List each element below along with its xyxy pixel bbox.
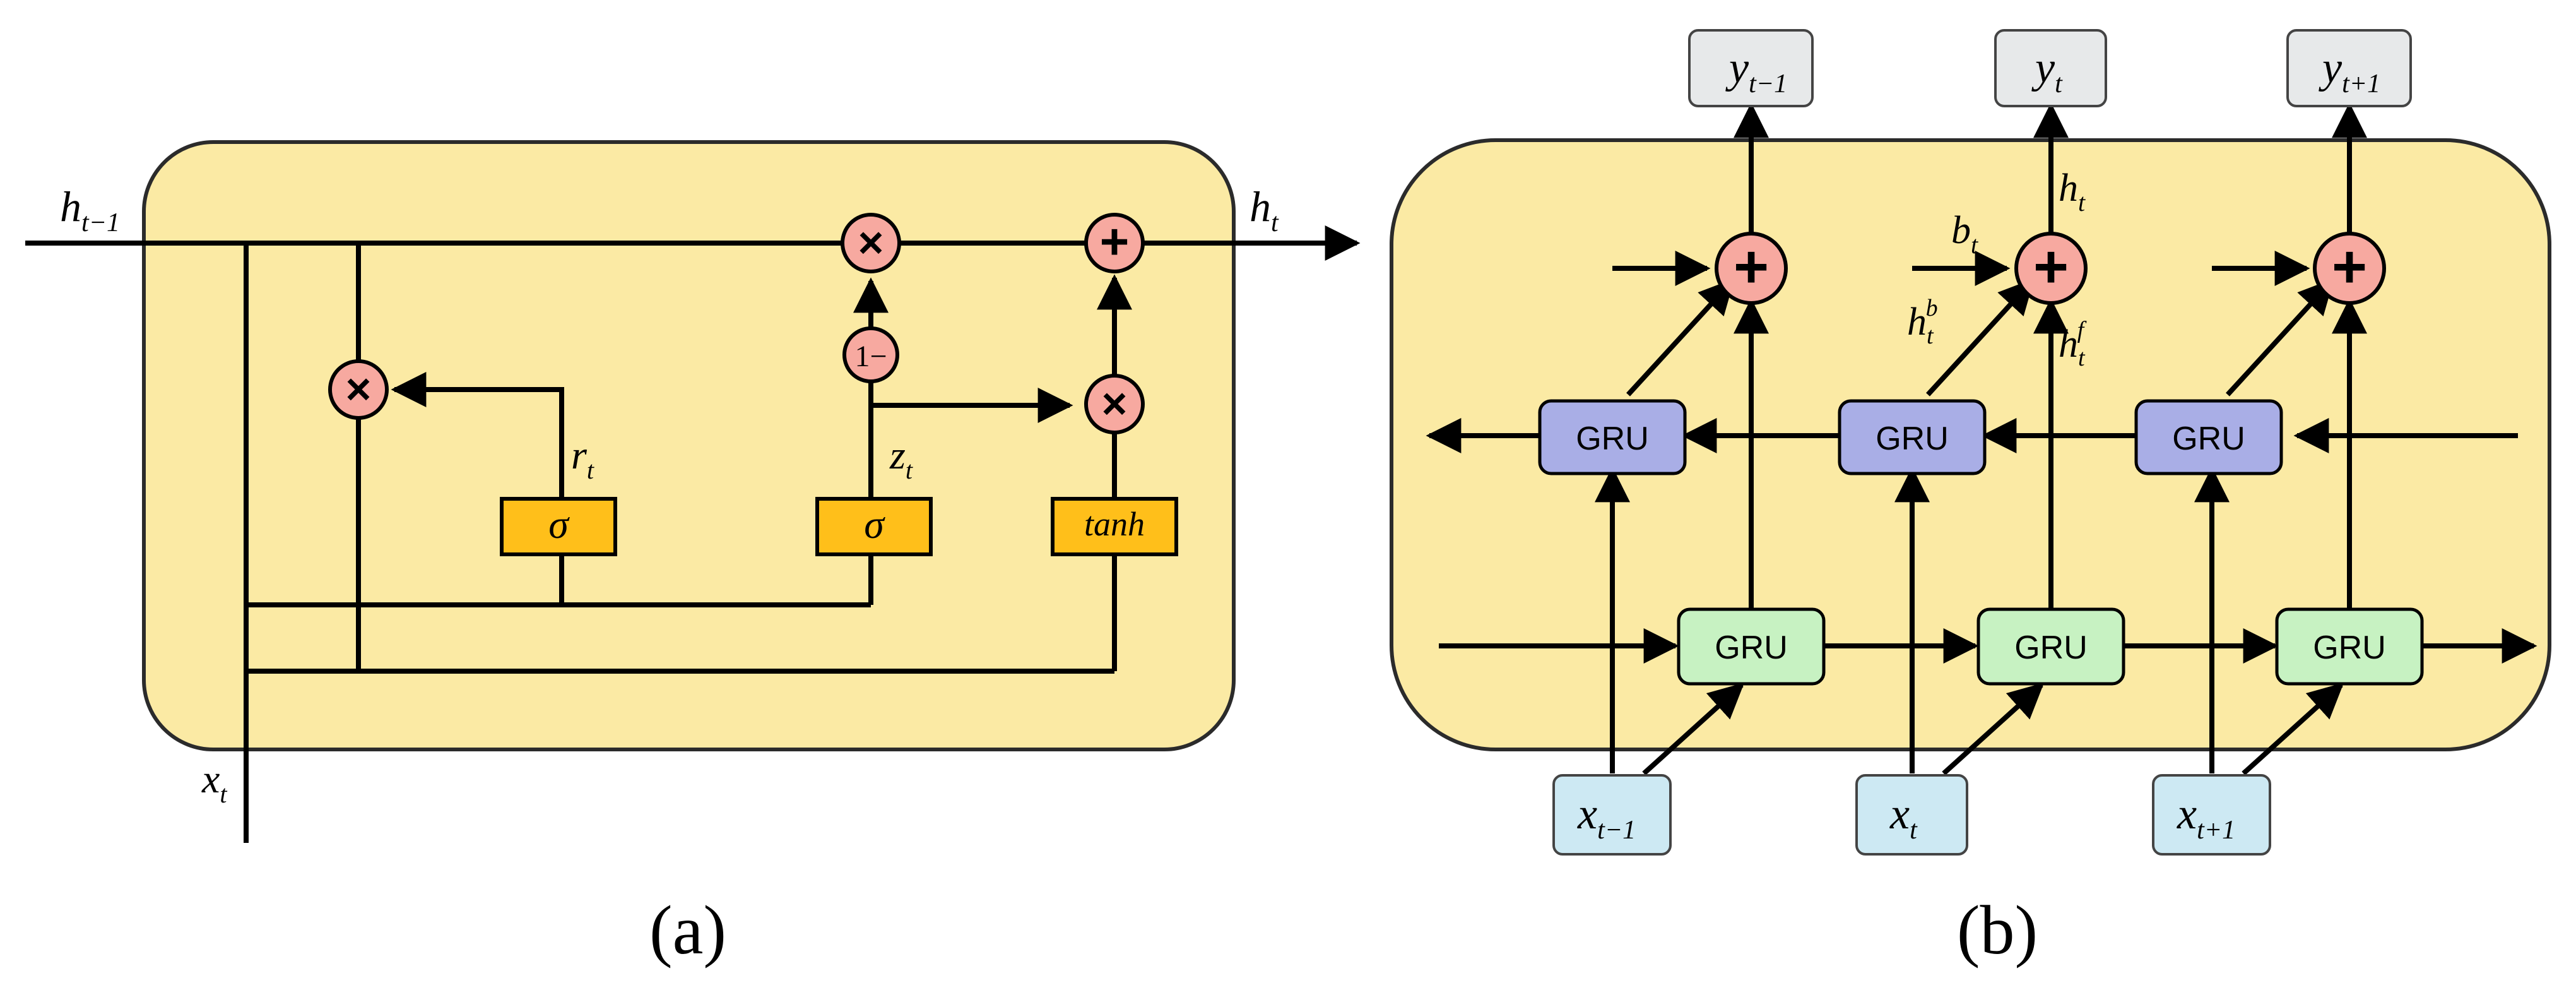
output-label-3: yt+1 (2319, 44, 2380, 98)
r-sub: t (587, 456, 594, 484)
h-t-sub: t (2078, 188, 2086, 217)
input-sub-2: t (1910, 816, 1918, 845)
h-forward-sub: t (2078, 345, 2086, 371)
h-prev-base: h (60, 182, 81, 230)
h-out-sub: t (1271, 208, 1279, 237)
panel-a-gru-cell: × × × + 1− σ σ tanh (25, 140, 1361, 969)
bigru-add-op-3: + (2313, 232, 2386, 305)
b-t-sub: t (1971, 230, 1978, 259)
r-base: r (571, 432, 588, 477)
h-forward-base: h (2059, 323, 2078, 366)
output-base-2: y (2031, 44, 2055, 92)
output-base-1: y (1725, 44, 1749, 92)
h-backward-sup: b (1926, 295, 1938, 321)
output-box-3: yt+1 (2286, 29, 2412, 107)
x-in-label: xt (201, 756, 227, 808)
reset-multiply-op: × (328, 359, 389, 420)
bigru-add-symbol-1: + (1734, 233, 1769, 301)
forward-gru-3: GRU (2275, 607, 2424, 686)
h-prev-sub: t−1 (81, 208, 120, 237)
backward-gru-3: GRU (2134, 399, 2283, 475)
update-multiply-op: × (841, 213, 901, 273)
backward-gru-label-3: GRU (2172, 420, 2245, 457)
r-gate-output-line (391, 372, 564, 499)
forward-gru-label-2: GRU (2014, 629, 2088, 666)
output-sub-2: t (2055, 69, 2063, 98)
h-backward-base: h (1907, 301, 1927, 343)
input-label-2: xt (1889, 790, 1918, 845)
update-gate-sigma: σ (815, 497, 933, 556)
panel-b-bigru: + + + GRU GRU GRU GRU GRU (1390, 29, 2551, 969)
tanh-label: tanh (1084, 505, 1145, 543)
backward-gru-label-2: GRU (1876, 420, 1949, 457)
update-multiply-symbol: × (858, 218, 884, 267)
input-to-forward-2 (1942, 683, 2045, 775)
caption-a: (a) (649, 892, 726, 969)
one-minus-label: 1− (854, 340, 887, 373)
input-box-3: xt+1 (2152, 774, 2271, 856)
b-t-label: bt (1951, 209, 1978, 259)
backward-to-add-3 (2226, 278, 2334, 397)
update-gate-label: σ (864, 502, 885, 547)
forward-gru-label-1: GRU (1715, 629, 1788, 666)
output-label-2: yt (2031, 44, 2063, 98)
z-base: z (889, 432, 906, 477)
input-sub-3: t+1 (2197, 816, 2235, 845)
forward-gru-1: GRU (1677, 607, 1826, 686)
forward-gru-2: GRU (1976, 607, 2125, 686)
candidate-tanh-gate: tanh (1051, 497, 1178, 556)
h-prev-label: ht−1 (60, 182, 120, 237)
candidate-multiply-op: × (1084, 374, 1145, 434)
backward-gru-1: GRU (1538, 399, 1687, 475)
backward-to-add-1 (1626, 278, 1735, 397)
output-box-1: yt−1 (1688, 29, 1814, 107)
add-op: + (1084, 213, 1145, 273)
reset-gate-sigma: σ (500, 497, 617, 556)
output-sub-1: t−1 (1749, 69, 1787, 98)
output-label-1: yt−1 (1725, 44, 1787, 98)
bigru-add-op-1: + (1715, 232, 1788, 305)
output-box-2: yt (1994, 29, 2107, 107)
add-symbol: + (1100, 213, 1130, 270)
backward-gru-2: GRU (1838, 399, 1987, 475)
input-base-3: x (2177, 790, 2197, 838)
input-to-forward-3 (2242, 683, 2344, 775)
bigru-add-op-2: + (2014, 232, 2088, 305)
gru-cell-background (142, 140, 1236, 751)
reset-gate-label: σ (548, 502, 570, 547)
input-box-1: xt−1 (1552, 774, 1672, 856)
h-t-label: ht (2059, 167, 2086, 217)
b-t-base: b (1951, 209, 1971, 252)
backward-to-add-2 (1926, 278, 2035, 397)
x-in-sub: t (220, 780, 227, 808)
z-gate-label: zt (889, 432, 913, 484)
input-base-2: x (1889, 790, 1910, 838)
x-in-base: x (201, 756, 220, 801)
h-out-label: ht (1250, 182, 1279, 237)
candidate-multiply-symbol: × (1102, 379, 1128, 428)
reset-multiply-symbol: × (346, 364, 372, 414)
z-sub: t (906, 456, 913, 484)
backward-gru-label-1: GRU (1576, 420, 1649, 457)
forward-gru-label-3: GRU (2313, 629, 2386, 666)
bigru-add-symbol-3: + (2332, 233, 2367, 301)
output-sub-3: t+1 (2342, 69, 2380, 98)
r-gate-label: rt (571, 432, 594, 484)
input-label-3: xt+1 (2177, 790, 2235, 845)
h-backward-sub: t (1927, 323, 1934, 349)
one-minus-op: 1− (842, 326, 899, 383)
input-to-forward-1 (1642, 683, 1745, 775)
input-sub-1: t−1 (1597, 816, 1636, 845)
caption-b: (b) (1957, 892, 2038, 969)
input-box-2: xt (1855, 774, 1968, 856)
h-t-base: h (2059, 167, 2078, 210)
input-base-1: x (1577, 790, 1597, 838)
bigru-add-symbol-2: + (2033, 233, 2069, 301)
input-label-1: xt−1 (1577, 790, 1636, 845)
h-backward-label: htb (1907, 295, 1938, 349)
output-base-3: y (2319, 44, 2343, 92)
h-out-base: h (1250, 182, 1271, 230)
